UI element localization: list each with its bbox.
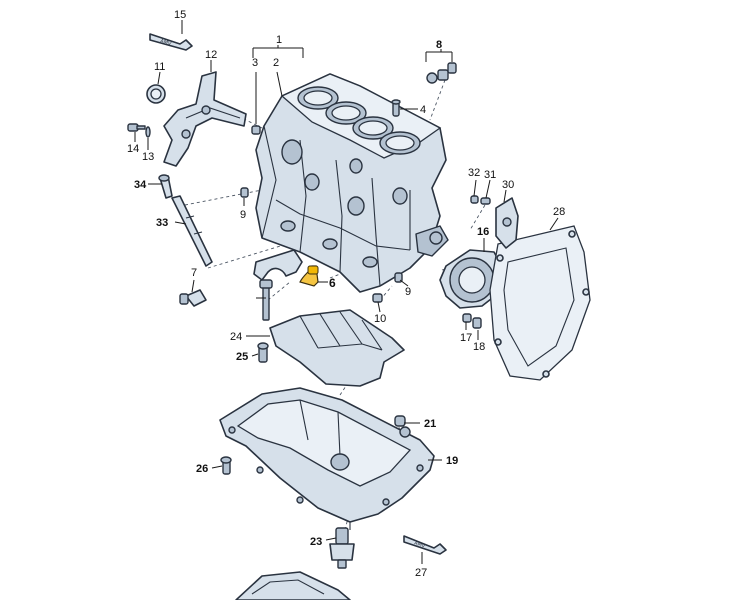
dowel-10: [372, 293, 383, 303]
callout-14: 14: [127, 143, 139, 155]
engine-bracket-12: [163, 71, 247, 167]
bearing-cap: [253, 249, 303, 281]
callout-19: 19: [446, 455, 458, 467]
callout-16: 16: [477, 226, 489, 238]
oil-baffle-24: [269, 309, 405, 387]
oil-level-sender-23: [329, 527, 355, 569]
bolt-18: [472, 317, 482, 329]
oil-spray-jet-6: [299, 265, 319, 287]
oil-pressure-switch-7: [179, 289, 207, 307]
callout-33: 33: [156, 217, 168, 229]
sealant-tube-15: AMV: [149, 33, 193, 51]
oil-pan-partial-lower: [235, 571, 351, 600]
washer-13: [145, 126, 151, 138]
callout-9-upper: 9: [240, 209, 246, 221]
callout-25: 25: [236, 351, 248, 363]
bolt-25: [257, 342, 269, 363]
dipstick-tube-33: [171, 195, 213, 267]
cap-bolt-2: [259, 279, 273, 321]
bolt-26: [220, 456, 232, 475]
callout-12: 12: [205, 49, 217, 61]
callout-26: 26: [196, 463, 208, 475]
callout-15: 15: [174, 9, 186, 21]
cylinder-block: [255, 73, 449, 293]
dowel-sleeve-3: [251, 125, 261, 135]
callout-2: 2: [273, 57, 279, 69]
cover-30: [495, 197, 519, 249]
callout-10: 10: [374, 313, 386, 325]
drain-plug-21: [394, 415, 406, 427]
dipstick-guide-34: [158, 174, 173, 199]
callout-31: 31: [484, 169, 496, 181]
oil-pan-19: [219, 387, 435, 530]
bolt-32: [470, 195, 479, 204]
sealant-tube-27: AMV: [403, 535, 447, 555]
bolt-14: [127, 123, 146, 132]
callout-7: 7: [191, 267, 197, 279]
svg-text:AMV: AMV: [159, 38, 172, 47]
plug-screw-8: [426, 62, 457, 84]
callout-6: 6: [329, 276, 336, 290]
callout-11: 11: [154, 61, 165, 73]
callout-21: 21: [424, 418, 436, 430]
callout-17: 17: [460, 332, 472, 344]
gasket-28: [489, 225, 591, 381]
callout-3: 3: [252, 57, 258, 69]
callout-9-lower: 9: [405, 286, 411, 298]
seal-ring-11: [146, 84, 166, 104]
callout-23: 23: [310, 536, 322, 548]
washer-31: [480, 197, 491, 205]
leader-lines: [134, 20, 559, 564]
callout-4: 4: [420, 104, 426, 116]
callout-30: 30: [502, 179, 514, 191]
svg-text:AMV: AMV: [413, 540, 426, 550]
callout-1: 1: [276, 34, 282, 46]
callout-27: 27: [415, 567, 427, 579]
callout-8: 8: [436, 39, 442, 51]
callout-13: 13: [142, 151, 154, 163]
cylinder-head-stud-4: [391, 99, 401, 117]
callout-labels: 1 2 3 4 6 7 8 9 9 10 11 12 13 14 15 16 1…: [127, 9, 565, 579]
callout-32: 32: [468, 167, 480, 179]
callout-34: 34: [134, 179, 147, 191]
dowel-9-upper: [240, 187, 249, 198]
bolt-17: [462, 313, 472, 323]
callout-24: 24: [230, 331, 242, 343]
sealing-flange-16: [439, 249, 505, 309]
callout-28: 28: [553, 206, 565, 218]
callout-18: 18: [473, 341, 485, 353]
